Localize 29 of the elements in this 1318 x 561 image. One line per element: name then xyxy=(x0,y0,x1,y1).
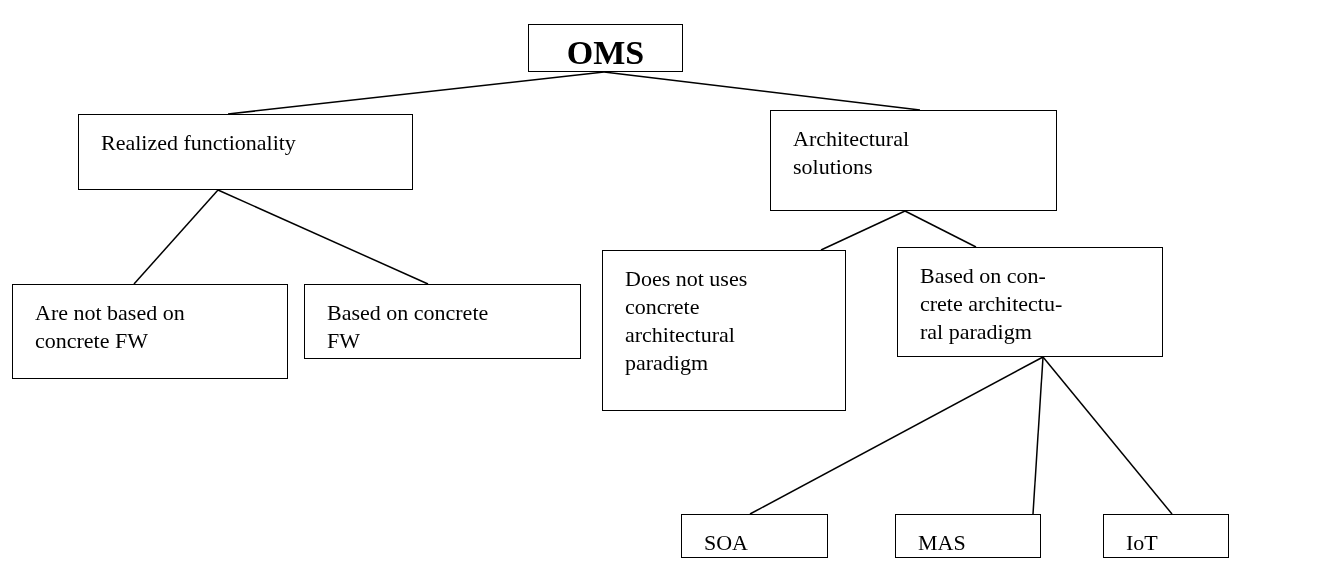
box-label: OMS xyxy=(565,33,646,73)
connector-line xyxy=(217,189,429,285)
category-box xyxy=(304,284,581,359)
category-box xyxy=(602,250,846,411)
box-label: Does not uses concrete architectural paradigm xyxy=(625,265,749,377)
connector-line xyxy=(749,356,1044,515)
box-label: SOA xyxy=(704,529,749,557)
connector-line xyxy=(1032,356,1044,515)
connector-line xyxy=(227,71,605,115)
connector-line xyxy=(603,71,921,111)
category-box xyxy=(681,514,828,558)
connector-line xyxy=(1042,356,1173,515)
connector-line xyxy=(133,189,219,285)
category-box xyxy=(897,247,1163,357)
category-box xyxy=(1103,514,1229,558)
box-label: MAS xyxy=(918,529,967,557)
category-box xyxy=(78,114,413,190)
connector-line xyxy=(904,210,977,248)
category-box xyxy=(895,514,1041,558)
category-box xyxy=(770,110,1057,211)
category-box xyxy=(12,284,288,379)
box-label: Realized functionality xyxy=(101,129,297,157)
box-label: Architectural solutions xyxy=(793,125,911,181)
box-label: Based on concrete FW xyxy=(327,299,490,355)
category-box xyxy=(528,24,683,72)
box-label: Based on con- crete architectu- ral paradigm xyxy=(920,262,1064,346)
box-label: IoT xyxy=(1126,529,1159,557)
connector-line xyxy=(820,210,906,251)
box-label: Are not based on concrete FW xyxy=(35,299,186,355)
